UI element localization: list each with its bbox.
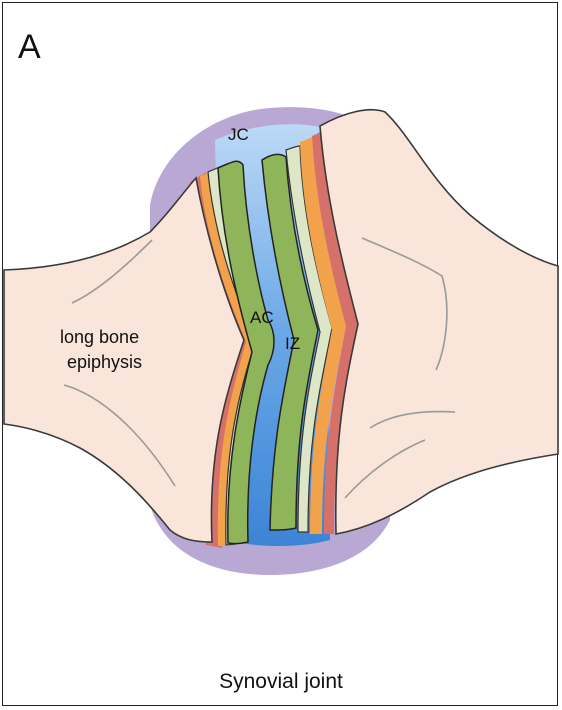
label-iz: IZ [285,334,300,353]
label-jc: JC [228,125,249,144]
label-ac: AC [250,308,274,327]
panel-letter: A [18,30,41,64]
label-bone-line2: epiphysis [67,352,142,372]
label-bone-line1: long bone [60,327,139,347]
figure-caption: Synovial joint [0,670,562,694]
